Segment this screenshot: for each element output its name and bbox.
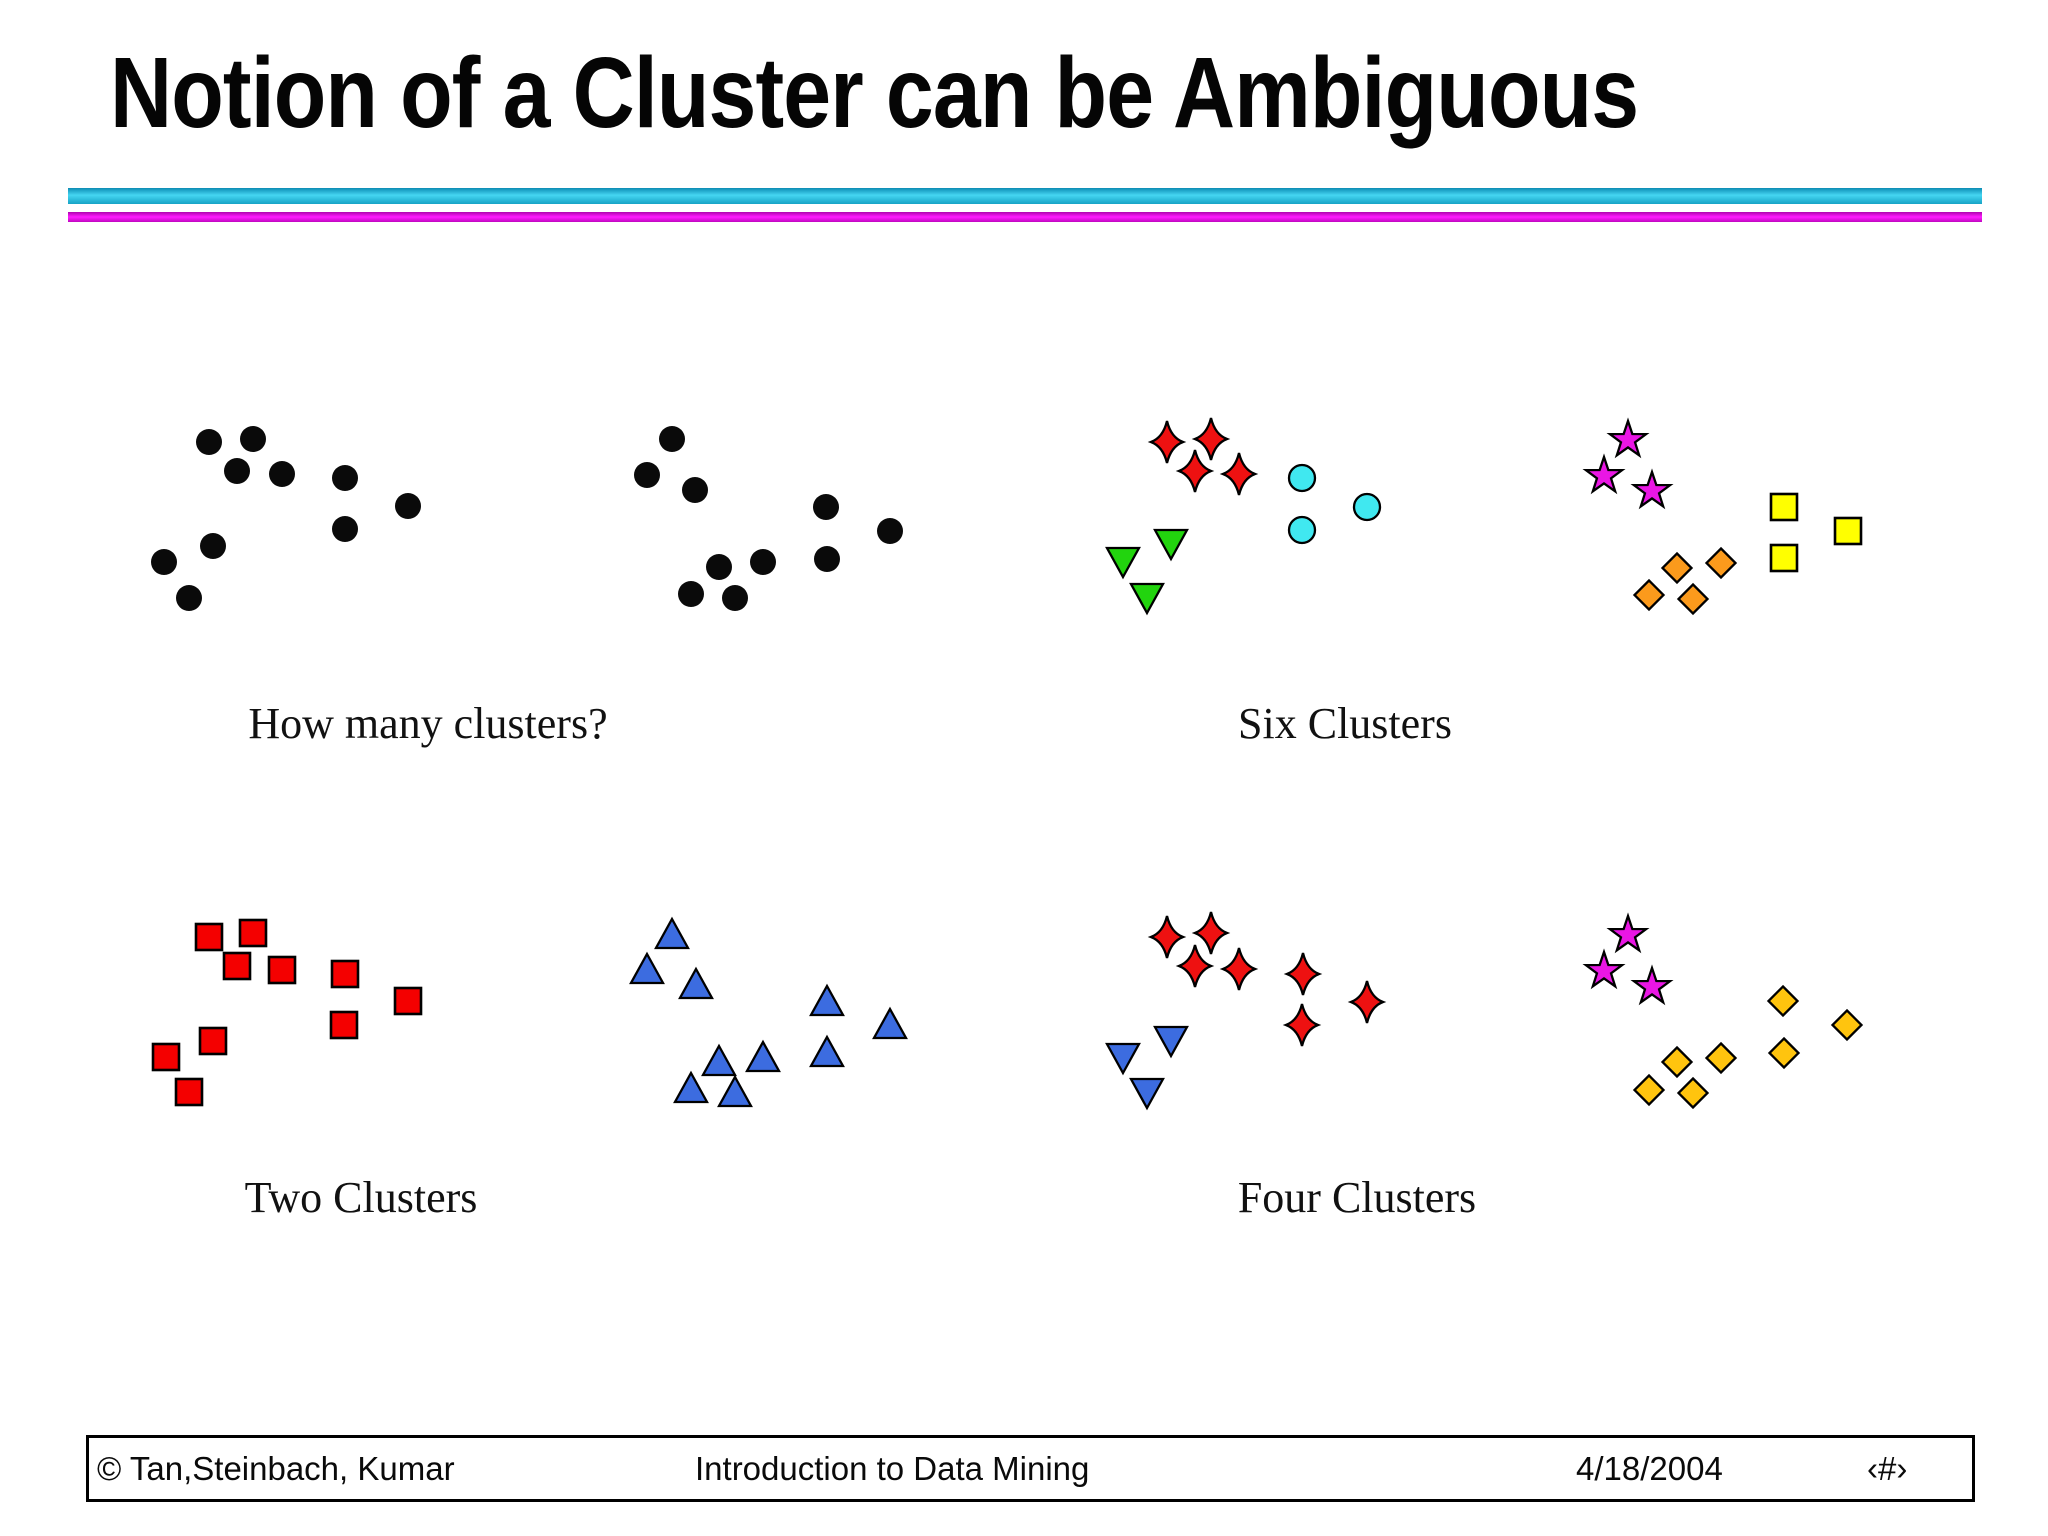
red-square-marker xyxy=(330,959,360,989)
black-dot-marker xyxy=(813,494,839,520)
black-dot-marker xyxy=(196,429,222,455)
magenta-star-marker xyxy=(1606,912,1650,954)
red-sparkle-star-marker xyxy=(1191,911,1231,955)
green-triangle-down-marker xyxy=(1153,528,1189,562)
red-sparkle-star-marker xyxy=(1219,452,1259,496)
black-dot-marker xyxy=(332,516,358,542)
caption-six-clusters: Six Clusters xyxy=(1238,699,1452,748)
magenta-star-marker xyxy=(1630,468,1674,510)
black-dot-marker xyxy=(269,461,295,487)
red-sparkle-star-marker xyxy=(1147,915,1187,959)
red-square-marker xyxy=(174,1077,204,1107)
black-dot-marker xyxy=(750,549,776,575)
red-square-marker xyxy=(222,951,252,981)
black-dot-marker xyxy=(224,458,250,484)
black-dot-marker xyxy=(659,426,685,452)
footer-date: 4/18/2004 xyxy=(1576,1450,1723,1487)
red-square-marker xyxy=(267,955,297,985)
divider-bottom-line xyxy=(68,212,1982,222)
magenta-star-marker xyxy=(1630,964,1674,1006)
black-dot-marker xyxy=(200,533,226,559)
caption-how-many-clusters: How many clusters? xyxy=(248,699,608,748)
gold-diamond-marker xyxy=(1704,1041,1738,1075)
yellow-square-marker xyxy=(1769,543,1799,573)
blue-triangle-up-marker xyxy=(678,966,714,1000)
footer-course-title: Introduction to Data Mining xyxy=(695,1450,1090,1487)
yellow-square-marker xyxy=(1833,516,1863,546)
red-square-marker xyxy=(238,918,268,948)
blue-triangle-up-marker xyxy=(809,1034,845,1068)
red-square-marker xyxy=(329,1010,359,1040)
black-dot-marker xyxy=(877,518,903,544)
magenta-star-marker xyxy=(1582,948,1626,990)
red-sparkle-star-marker xyxy=(1147,420,1187,464)
green-triangle-down-marker xyxy=(1129,582,1165,616)
gold-diamond-marker xyxy=(1766,984,1800,1018)
blue-triangle-up-marker xyxy=(654,916,690,950)
gold-diamond-marker xyxy=(1676,1076,1710,1110)
divider-top-line xyxy=(68,188,1982,204)
magenta-star-marker xyxy=(1582,453,1626,495)
black-dot-marker xyxy=(240,426,266,452)
red-sparkle-star-marker xyxy=(1347,980,1387,1024)
gold-diamond-marker xyxy=(1660,1045,1694,1079)
black-dot-marker xyxy=(682,477,708,503)
black-dot-marker xyxy=(678,581,704,607)
blue-triangle-up-marker xyxy=(673,1070,709,1104)
red-sparkle-star-marker xyxy=(1282,1003,1322,1047)
cyan-circle-marker xyxy=(1352,492,1382,522)
magenta-star-marker xyxy=(1606,417,1650,459)
blue-triangle-up-marker xyxy=(717,1074,753,1108)
footer-bar: © Tan,Steinbach, Kumar Introduction to D… xyxy=(86,1435,1975,1502)
black-dot-marker xyxy=(395,493,421,519)
gold-diamond-marker xyxy=(1632,1073,1666,1107)
black-dot-marker xyxy=(332,465,358,491)
blue-triangle-down-marker xyxy=(1129,1077,1165,1111)
blue-triangle-down-marker xyxy=(1105,1042,1141,1076)
black-dot-marker xyxy=(706,554,732,580)
cyan-circle-marker xyxy=(1287,515,1317,545)
red-square-marker xyxy=(198,1026,228,1056)
black-dot-marker xyxy=(814,546,840,572)
blue-triangle-up-marker xyxy=(701,1043,737,1077)
orange-diamond-marker xyxy=(1676,582,1710,616)
slide-title: Notion of a Cluster can be Ambiguous xyxy=(110,37,1639,149)
blue-triangle-up-marker xyxy=(745,1039,781,1073)
black-dot-marker xyxy=(722,585,748,611)
orange-diamond-marker xyxy=(1660,551,1694,585)
cyan-circle-marker xyxy=(1287,463,1317,493)
gold-diamond-marker xyxy=(1767,1036,1801,1070)
red-sparkle-star-marker xyxy=(1191,417,1231,461)
red-sparkle-star-marker xyxy=(1219,947,1259,991)
red-square-marker xyxy=(393,986,423,1016)
red-sparkle-star-marker xyxy=(1175,449,1215,493)
gold-diamond-marker xyxy=(1830,1008,1864,1042)
caption-two-clusters: Two Clusters xyxy=(244,1173,478,1222)
blue-triangle-up-marker xyxy=(629,951,665,985)
black-dot-marker xyxy=(151,549,177,575)
red-square-marker xyxy=(151,1042,181,1072)
green-triangle-down-marker xyxy=(1105,546,1141,580)
blue-triangle-up-marker xyxy=(809,983,845,1017)
footer-copyright: © Tan,Steinbach, Kumar xyxy=(97,1450,455,1487)
blue-triangle-up-marker xyxy=(872,1006,908,1040)
red-sparkle-star-marker xyxy=(1283,952,1323,996)
orange-diamond-marker xyxy=(1704,546,1738,580)
black-dot-marker xyxy=(176,585,202,611)
orange-diamond-marker xyxy=(1632,578,1666,612)
caption-four-clusters: Four Clusters xyxy=(1237,1173,1477,1222)
red-sparkle-star-marker xyxy=(1175,944,1215,988)
red-square-marker xyxy=(194,922,224,952)
blue-triangle-down-marker xyxy=(1153,1025,1189,1059)
yellow-square-marker xyxy=(1769,492,1799,522)
black-dot-marker xyxy=(634,462,660,488)
footer-slide-number: ‹#› xyxy=(1867,1450,1908,1487)
